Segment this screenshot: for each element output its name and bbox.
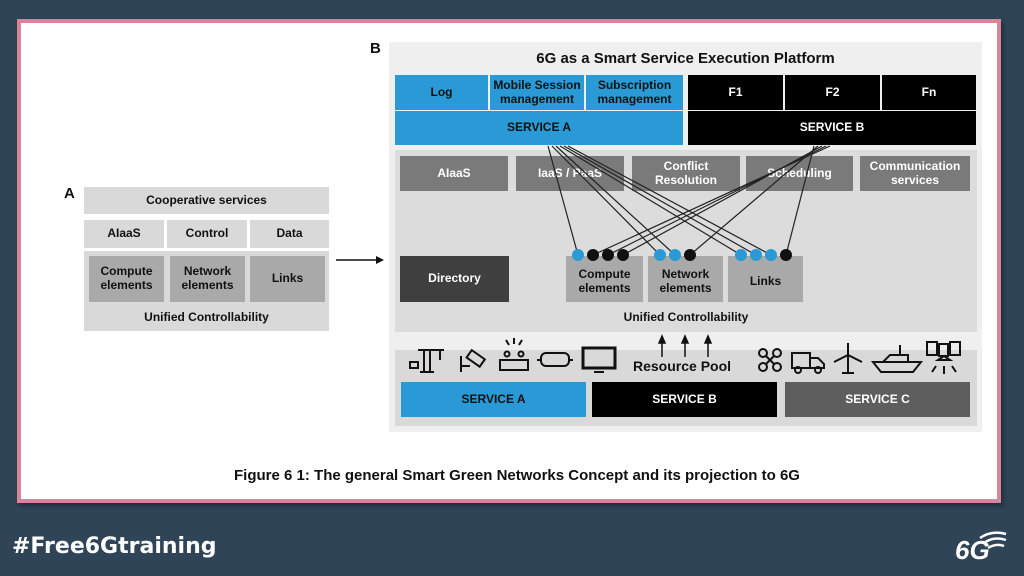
a-service-control: Control [167,220,247,248]
b-unified-controllability: Unified Controllability [623,310,749,324]
cooperative-services-box: Cooperative services [84,187,329,214]
hashtag-label: #Free6Gtraining [12,534,217,559]
platform-iaas-paas: IaaS / PaaS [516,156,624,191]
b-compute-elements: Compute elements [566,256,643,302]
panel-b-label: B [370,40,381,57]
a-service-aiaas: AIaaS [84,220,164,248]
a-links: Links [250,256,325,302]
function-log: Log [395,75,488,110]
a-compute-elements: Compute elements [89,256,164,302]
b-network-elements: Network elements [648,256,723,302]
function-f2: F2 [785,75,880,110]
bottom-service-b: SERVICE B [592,382,777,417]
platform-conflict-resolution: Conflict Resolution [632,156,740,191]
platform-scheduling: Scheduling [746,156,853,191]
platform-communication-services: Communication services [860,156,970,191]
function-mobile-session: Mobile Session management [490,75,584,110]
a-service-data: Data [250,220,329,248]
bottom-service-c: SERVICE C [785,382,970,417]
service-a-bar: SERVICE A [395,111,683,145]
panel-b-title: 6G as a Smart Service Execution Platform [536,50,835,67]
bottom-service-a: SERVICE A [401,382,586,417]
b-links: Links [728,256,803,302]
directory-box: Directory [400,256,509,302]
panel-a-label: A [64,185,75,202]
platform-aiaas: AIaaS [400,156,508,191]
a-network-elements: Network elements [170,256,245,302]
function-subscription: Subscription management [586,75,683,110]
6g-logo: 6G [955,535,990,565]
resource-pool-label: Resource Pool [633,358,732,374]
service-b-bar: SERVICE B [688,111,976,145]
figure-caption: Figure 6 1: The general Smart Green Netw… [234,467,800,484]
function-fn: Fn [882,75,976,110]
function-f1: F1 [688,75,783,110]
